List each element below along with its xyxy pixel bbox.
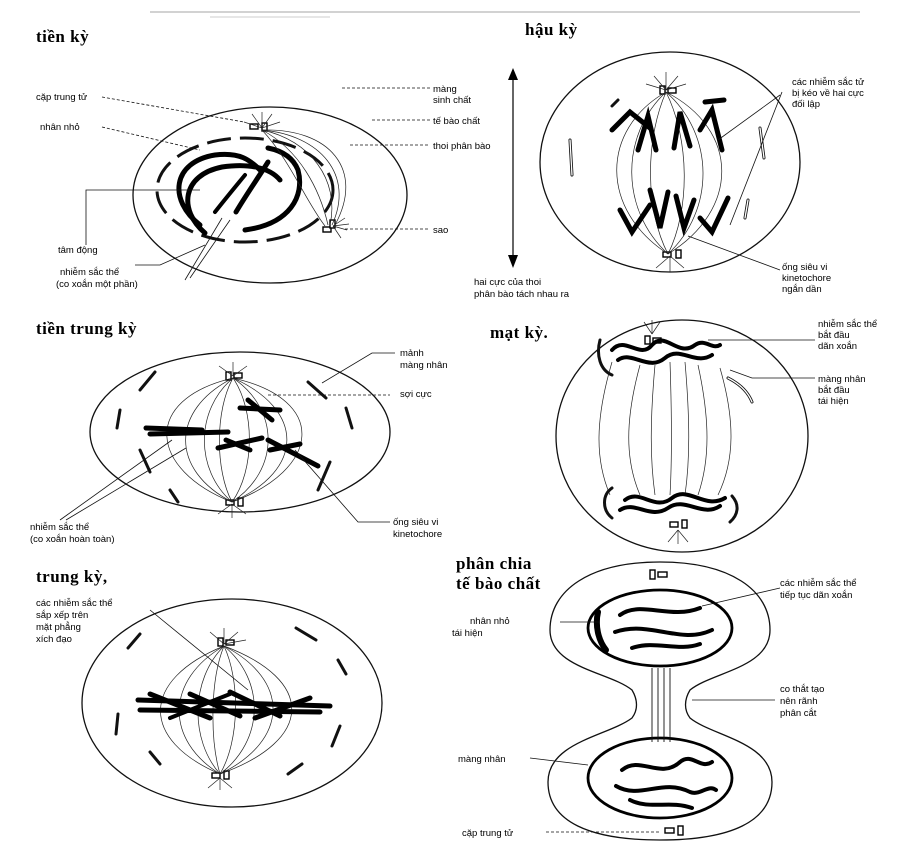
label-kinetochore-mt: ngắn dần — [782, 284, 822, 295]
top-centriole — [650, 570, 655, 579]
label-nucleolus: nhân nhỏ — [470, 616, 510, 627]
top-chromatin — [620, 608, 700, 615]
label-decondensing: dãn xoắn — [818, 341, 857, 352]
label-chromosomes-decondensing: tiếp tục dãn xoắn — [780, 590, 852, 601]
label-envelope-reforming: bắt đầu — [818, 385, 850, 396]
telophase-centriole — [682, 520, 687, 528]
label-chromatids-pulled: đối lập — [792, 99, 820, 110]
label-centromere: tâm động — [58, 245, 98, 256]
reforming-envelope — [605, 488, 613, 518]
label-polar-fiber: sợi cực — [400, 389, 432, 400]
prophase-chromosome — [236, 162, 268, 212]
metaphase-plate-chromosomes — [138, 692, 330, 718]
label-kinetochore-mt: kinetochore — [393, 529, 442, 540]
label-spindle-poles: hai cực của thoi — [474, 277, 541, 288]
label-metaphase-plate: các nhiễm sắc thể — [36, 598, 113, 609]
reforming-envelope — [728, 378, 752, 402]
prometaphase-title: tiền trung kỳ — [36, 319, 137, 338]
bottom-chromatin — [616, 786, 716, 793]
reforming-envelope — [730, 496, 737, 522]
telophase-panel: mạt kỳ. nhiễm sắc thể bắt đầu dãn x — [490, 319, 877, 552]
midbody-fibers — [652, 668, 670, 742]
prophase-cell — [133, 107, 407, 283]
label-decondensing: nhiễm sắc thể — [818, 319, 877, 330]
bottom-centriole — [665, 828, 674, 833]
label-kinetochore-mt: ống siêu vi — [393, 517, 438, 528]
label-cell-membrane: màng — [433, 84, 457, 95]
label-metaphase-plate: mặt phẳng — [36, 621, 81, 633]
telophase-title: mạt kỳ. — [490, 323, 548, 342]
prophase-title: tiền kỳ — [36, 27, 89, 46]
label-cytoplasm: tế bào chất — [433, 116, 480, 127]
label-envelope-fragment: mảnh — [400, 348, 424, 359]
label-metaphase-plate: sắp xếp trên — [36, 610, 88, 621]
poles-arrow-head — [508, 255, 518, 268]
label-chromatids-pulled: bị kéo về hai cực — [792, 88, 864, 99]
telophase-chromosome-bottom — [625, 494, 725, 502]
metaphase-panel: trung kỳ, — [36, 567, 382, 807]
bottom-centriole — [678, 826, 683, 835]
dividing-cell — [548, 562, 772, 840]
label-envelope-reforming: tái hiện — [818, 396, 849, 407]
telophase-chromosome-bottom — [620, 504, 720, 512]
label-chromatids-pulled: các nhiễm sắc tử — [792, 77, 865, 88]
metaphase-title: trung kỳ, — [36, 567, 108, 586]
label-spindle: thoi phân bào — [433, 141, 491, 152]
label-centriole-pair: cặp trung tử — [462, 828, 514, 839]
label-chromosome: nhiễm sắc thể — [30, 522, 89, 533]
cytokinesis-title: tế bào chất — [456, 574, 541, 593]
label-chromosome: nhiễm sắc thể — [60, 267, 119, 278]
label-cleavage-furrow: co thắt tạo — [780, 684, 824, 695]
bottom-chromatin — [622, 759, 712, 770]
anaphase-centriole — [676, 250, 681, 258]
label-nucleolus: nhân nhỏ — [40, 122, 80, 133]
telophase-centriole — [670, 522, 678, 527]
top-chromatin — [632, 644, 700, 648]
label-decondensing: bắt đầu — [818, 330, 850, 341]
poles-arrow-head — [508, 68, 518, 80]
top-nucleus — [588, 590, 732, 666]
prometaphase-centriole — [234, 373, 242, 378]
telophase-centriole — [645, 336, 650, 344]
bottom-chromatin — [630, 800, 692, 808]
prometaphase-envelope-fragments — [117, 372, 352, 502]
prometaphase-spindle — [167, 362, 302, 518]
cytokinesis-title: phân chia — [456, 554, 532, 573]
telophase-chromosome-top — [612, 340, 720, 350]
anaphase-chromatids-bottom — [620, 190, 728, 232]
label-nuclear-envelope: màng nhân — [458, 754, 506, 765]
label-chromosomes-decondensing: các nhiễm sắc thể — [780, 578, 857, 589]
label-chromosome: (co xoắn một phần) — [56, 279, 138, 290]
envelope-fragment — [612, 100, 618, 106]
cytokinesis-panel: phân chia tế bào chất cá — [452, 554, 857, 840]
anaphase-chromatids-top — [612, 100, 724, 150]
top-centriole — [658, 572, 667, 577]
top-chromatin — [615, 629, 712, 635]
telophase-chromosome-top — [618, 354, 712, 363]
label-centriole-pair: cặp trung tử — [36, 92, 88, 103]
label-aster: sao — [433, 225, 448, 236]
prometaphase-panel: tiền trung kỳ — [30, 319, 448, 545]
label-nucleolus: tái hiện — [452, 628, 483, 639]
label-kinetochore-mt: kinetochore — [782, 273, 831, 284]
label-envelope-fragment: màng nhân — [400, 360, 448, 371]
anaphase-title: hậu kỳ — [525, 20, 578, 39]
anaphase-panel: hậu kỳ — [474, 20, 865, 300]
label-cell-membrane: sinh chất — [433, 95, 471, 106]
label-kinetochore-mt: ống siêu vi — [782, 262, 827, 273]
prophase-panel: tiền kỳ — [36, 27, 491, 290]
label-metaphase-plate: xích đạo — [36, 634, 72, 645]
label-spindle-poles: phân bào tách nhau ra — [474, 289, 570, 300]
label-cleavage-furrow: phân cắt — [780, 708, 817, 719]
label-cleavage-furrow: nên rãnh — [780, 696, 818, 707]
label-envelope-reforming: màng nhân — [818, 374, 866, 385]
top-nucleolus — [597, 612, 606, 650]
label-chromosome: (co xoắn hoàn toàn) — [30, 534, 115, 545]
